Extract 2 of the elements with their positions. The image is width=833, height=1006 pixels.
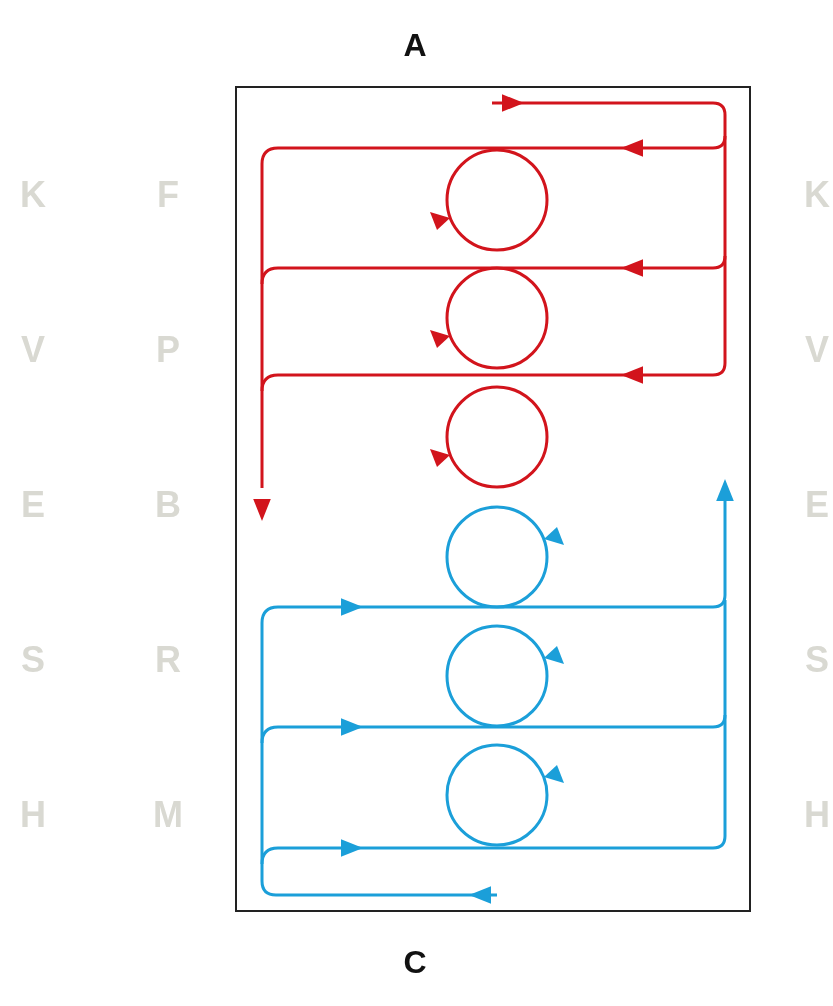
arena-letter: A xyxy=(403,29,427,61)
arena-letter: C xyxy=(403,946,427,978)
